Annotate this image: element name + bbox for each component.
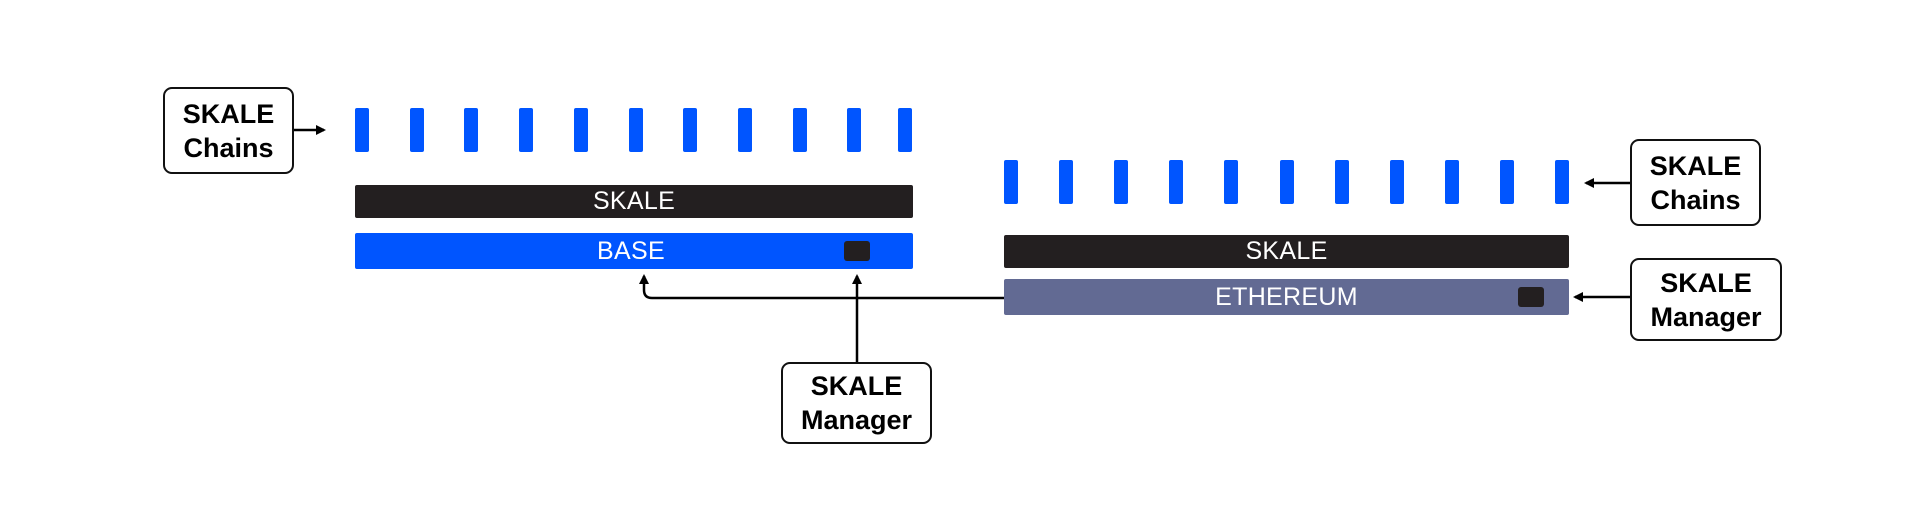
chain-bar — [573, 108, 588, 152]
chain-bar — [628, 108, 643, 152]
chain-bar — [1334, 160, 1349, 204]
chain-bar — [792, 108, 807, 152]
ethereum-layer-label: ETHEREUM — [1215, 282, 1358, 311]
chain-bar — [898, 108, 912, 152]
chain-bar — [1389, 160, 1404, 204]
chain-bar — [1499, 160, 1514, 204]
ethereum-layer: ETHEREUM — [1004, 279, 1569, 315]
chain-bar — [519, 108, 534, 152]
chain-bar — [737, 108, 752, 152]
arrow-up-icon — [639, 274, 1004, 300]
chain-bar — [464, 108, 479, 152]
skale-layer: SKALE — [1004, 235, 1569, 268]
right-manager-label: SKALE Manager — [1630, 258, 1782, 341]
chain-bar — [1444, 160, 1459, 204]
chain-bar — [683, 108, 698, 152]
ethereum-manager-chip — [1518, 287, 1544, 307]
chain-bar — [847, 108, 862, 152]
chain-bar — [1169, 160, 1184, 204]
left-manager-label: SKALE Manager — [781, 362, 932, 444]
left-chains-label: SKALE Chains — [163, 87, 294, 174]
chain-bar — [1224, 160, 1239, 204]
chain-bar — [355, 108, 369, 152]
skale-layer-label: SKALE — [1245, 237, 1328, 265]
base-layer-label: BASE — [597, 236, 665, 265]
skale-layer: SKALE — [355, 185, 913, 218]
base-manager-chip — [844, 241, 870, 261]
chain-bar — [1059, 160, 1074, 204]
chain-bar — [1279, 160, 1294, 204]
chain-bar — [1555, 160, 1569, 204]
chain-bar — [1114, 160, 1129, 204]
right-chains-label: SKALE Chains — [1630, 139, 1761, 226]
skale-layer-label: SKALE — [592, 187, 676, 215]
base-layer: BASE — [355, 233, 913, 269]
chain-bar — [409, 108, 424, 152]
chain-bar — [1004, 160, 1018, 204]
